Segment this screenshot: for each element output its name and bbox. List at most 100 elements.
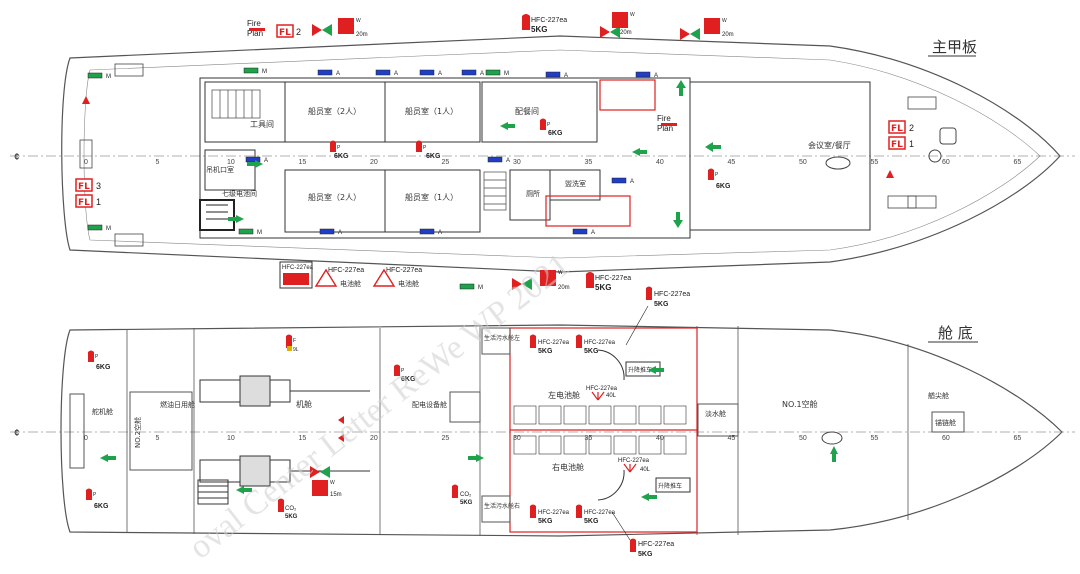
svg-text:5KG: 5KG: [460, 500, 473, 506]
svg-text:M: M: [504, 71, 509, 77]
svg-text:A: A: [264, 158, 268, 164]
hfc-bottom-bottom-callout: HFC-227ea 5KG: [611, 511, 674, 558]
bottom-hull: [60, 324, 1063, 537]
svg-text:P: P: [337, 145, 341, 151]
frame-number: 30: [513, 159, 521, 166]
svg-text:P: P: [715, 172, 719, 178]
svg-text:20m: 20m: [558, 285, 570, 291]
battery-cell: [563, 435, 587, 455]
hydrant-symbol-bottom: W 20m: [512, 270, 570, 291]
svg-text:6KG: 6KG: [716, 183, 731, 190]
frame-number: 15: [299, 435, 307, 442]
main-superstructure: [199, 77, 691, 239]
svg-text:5KG: 5KG: [638, 551, 653, 558]
svg-text:W: W: [630, 12, 635, 18]
lift-r-box: [655, 477, 691, 493]
label-engine-room: 机舱: [296, 399, 312, 409]
frame-number: 0: [84, 159, 88, 166]
frame-number: 25: [442, 435, 450, 442]
hfc-bottom-ur: HFC-227ea 5KG: [576, 334, 616, 355]
extinguisher-p-crew-upper: P 6KG: [330, 140, 349, 160]
hydrant-symbol-top-left: W 20m: [312, 18, 368, 38]
svg-text:5KG: 5KG: [538, 518, 553, 525]
frame-number: 60: [942, 159, 950, 166]
svg-text:A: A: [336, 71, 340, 77]
svg-text:5KG: 5KG: [584, 518, 599, 525]
hfc-bottom-ul: HFC-227ea 5KG: [530, 334, 570, 355]
svg-text:电池舱: 电池舱: [340, 279, 361, 288]
warning-triangle-bow-right: [886, 170, 894, 178]
svg-text:6KG: 6KG: [334, 153, 349, 160]
svg-text:M: M: [257, 230, 262, 236]
frame-number: 10: [227, 435, 235, 442]
label-right-battery: 右电池舱: [552, 462, 584, 472]
fl-marker-group: FL 2 FL 3 FL 1 FL 2 FL 1: [75, 24, 914, 208]
extinguisher-p-steering-lower: P 6KG: [86, 488, 109, 510]
svg-text:P: P: [93, 492, 97, 498]
hfc-label-main-bottom: HFC-227ea 5KG: [586, 272, 631, 292]
svg-text:A: A: [654, 73, 658, 79]
frame-number: 55: [871, 159, 879, 166]
svg-text:M: M: [262, 69, 267, 75]
svg-text:FL: FL: [78, 198, 90, 208]
tool-room: [204, 81, 286, 143]
main-deck-plan: ¢: [10, 12, 1075, 292]
svg-text:A: A: [394, 71, 398, 77]
battery-cell: [513, 405, 537, 425]
bottom-deck-plan: ¢: [10, 286, 1075, 558]
svg-text:HFC-227ea: HFC-227ea: [586, 386, 618, 392]
battery-cell: [638, 405, 662, 425]
svg-text:P: P: [95, 354, 99, 360]
svg-text:A: A: [564, 73, 568, 79]
battery-cell: [663, 405, 687, 425]
label-left-battery: 左电池舱: [548, 390, 580, 400]
label-domestic-water-r: 生活污水舱右: [484, 502, 520, 510]
svg-text:1: 1: [909, 139, 914, 149]
bottom-title: 舱 底: [938, 324, 973, 342]
stair-red-lower: [545, 195, 631, 227]
svg-text:5KG: 5KG: [595, 283, 611, 292]
extinguisher-p-steering: P 6KG: [88, 350, 111, 371]
escape-arrows-bottom: [100, 366, 838, 501]
svg-text:6KG: 6KG: [426, 153, 441, 160]
extinguisher-p-pantry: P 6KG: [540, 118, 563, 137]
frame-number: 20: [370, 435, 378, 442]
svg-text:HFC-227ea: HFC-227ea: [531, 17, 567, 24]
battery-cell-grid: [513, 405, 687, 455]
svg-text:A: A: [506, 158, 510, 164]
svg-text:HFC-227ea: HFC-227ea: [538, 340, 570, 346]
svg-text:HFC-227ea: HFC-227ea: [584, 340, 616, 346]
label-crew-room-1-lower: 船员室（1人）: [405, 192, 458, 202]
label-bow-tank: 艏尖舱: [928, 391, 949, 400]
washroom-room: [549, 169, 601, 201]
domestic-water-r-box: [481, 495, 511, 523]
hfc-bank-label: HFC-227ea: [279, 261, 314, 289]
battery-cell: [638, 435, 662, 455]
label-crane-room: 吊机口室: [206, 165, 234, 174]
hfc-bottom-lr: HFC-227ea 5KG: [576, 504, 616, 525]
battery-cell: [538, 405, 562, 425]
hydrant-bottom-engine: W 15m: [310, 466, 342, 498]
label-toilet: 厕所: [526, 189, 540, 198]
svg-text:A: A: [630, 179, 634, 185]
battery-cell: [613, 435, 637, 455]
winch-icon: [928, 149, 942, 163]
crew-room-upper-right: [384, 81, 481, 143]
label-no2-void: NO.2空舱: [133, 417, 142, 448]
frame-number: 5: [156, 159, 160, 166]
label-fresh-water: 淡水舱: [705, 409, 726, 418]
hfc-bottom-ll: HFC-227ea 5KG: [530, 504, 570, 525]
svg-text:W: W: [356, 18, 361, 24]
battery-cell: [513, 435, 537, 455]
frame-number: 35: [585, 435, 593, 442]
hydrant-symbol-top-mid: W 20m: [600, 12, 635, 38]
extinguisher-p-engine: P 6KG: [394, 364, 416, 383]
stair-main-center: [483, 171, 507, 211]
svg-text:20m: 20m: [620, 30, 632, 36]
frame-number: 50: [799, 435, 807, 442]
svg-text:W: W: [330, 480, 335, 486]
svg-text:CO₂: CO₂: [460, 492, 472, 498]
frame-number: 35: [585, 159, 593, 166]
extinguisher-p-crew-mid: P 6KG: [416, 140, 441, 160]
